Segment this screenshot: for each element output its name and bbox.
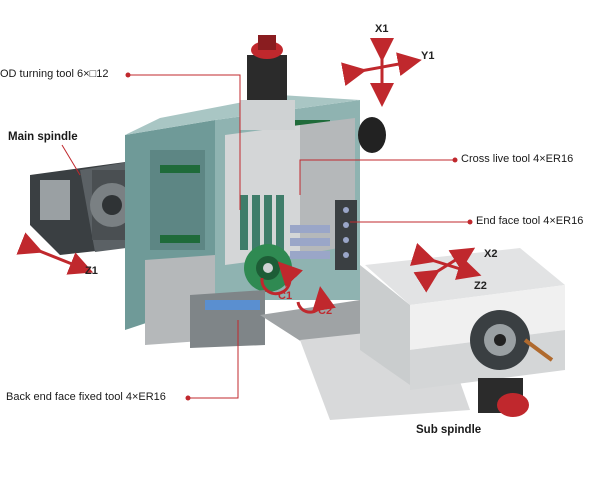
green-live-disk [244, 244, 292, 292]
axis-label-y1: Y1 [421, 50, 435, 62]
lower-housing [145, 255, 265, 348]
axis-arrows [16, 38, 482, 314]
label-cross-live-tool: Cross live tool 4×ER16 [461, 153, 574, 165]
axis-label-x1: X1 [375, 23, 389, 35]
cross-live-tools [290, 200, 357, 270]
label-back-end-face-tool: Back end face fixed tool 4×ER16 [6, 391, 166, 403]
leader-lines [61, 74, 470, 399]
label-main-spindle: Main spindle [8, 131, 78, 143]
axis-label-z2: Z2 [474, 280, 487, 292]
axis-label-c2: C2 [318, 305, 333, 317]
label-end-face-tool: End face tool 4×ER16 [476, 215, 584, 227]
axis-label-c1: C1 [278, 290, 293, 302]
axis-label-z1: Z1 [85, 265, 98, 277]
axis-label-x2: X2 [484, 248, 498, 260]
label-sub-spindle: Sub spindle [416, 424, 482, 436]
top-motor [240, 35, 295, 130]
label-od-turning-tool: OD turning tool 6×□12 [0, 68, 109, 80]
